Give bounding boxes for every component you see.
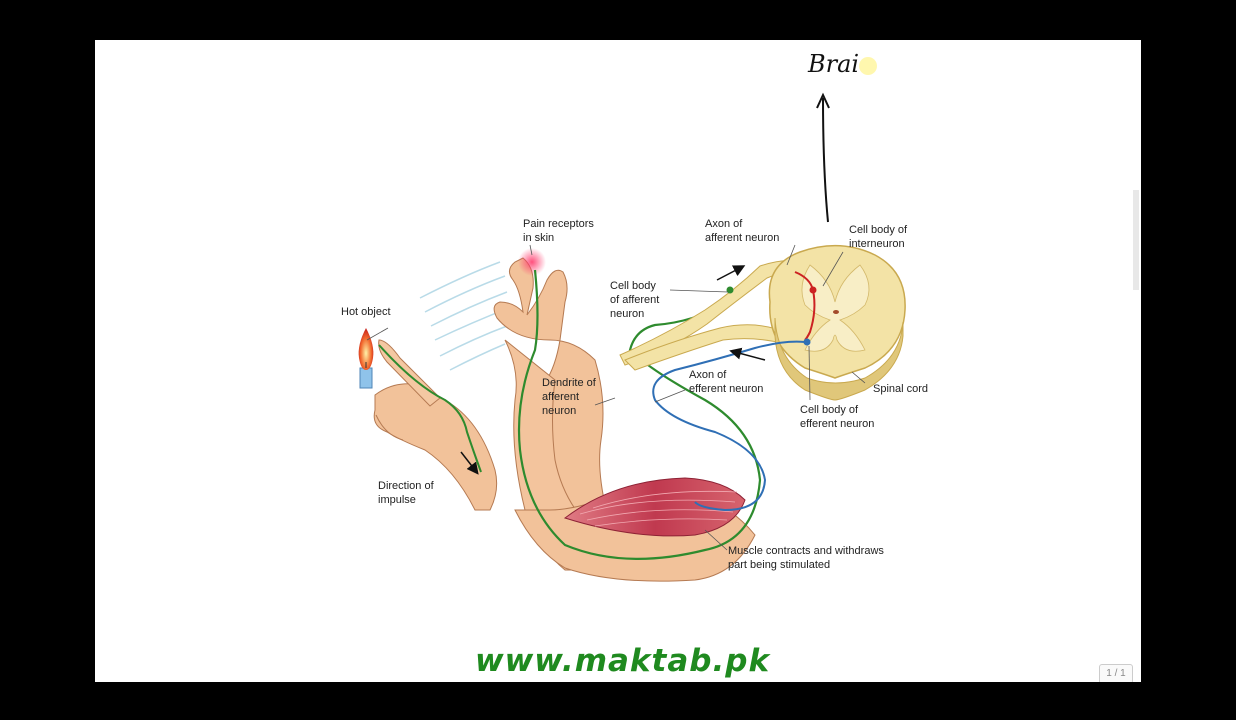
page-indicator: 1 / 1 [1099,664,1133,682]
efferent-cell-body [804,339,811,346]
afferent-cell-body [727,287,734,294]
handwritten-arrow [823,98,828,222]
label-spinal-cord: Spinal cord [873,382,928,396]
handwritten-note: Brai [808,50,859,78]
hot-object-candle [359,328,374,388]
footer-url: www.maktab.pk [475,643,770,679]
pain-receptor-glow [518,248,546,276]
reflex-arc-diagram [95,40,1141,682]
scrollbar[interactable] [1133,190,1139,290]
interneuron-cell-body [810,287,817,294]
pointer-highlight [859,57,877,75]
spinal-cord [769,246,905,400]
label-hot-object: Hot object [341,305,391,319]
